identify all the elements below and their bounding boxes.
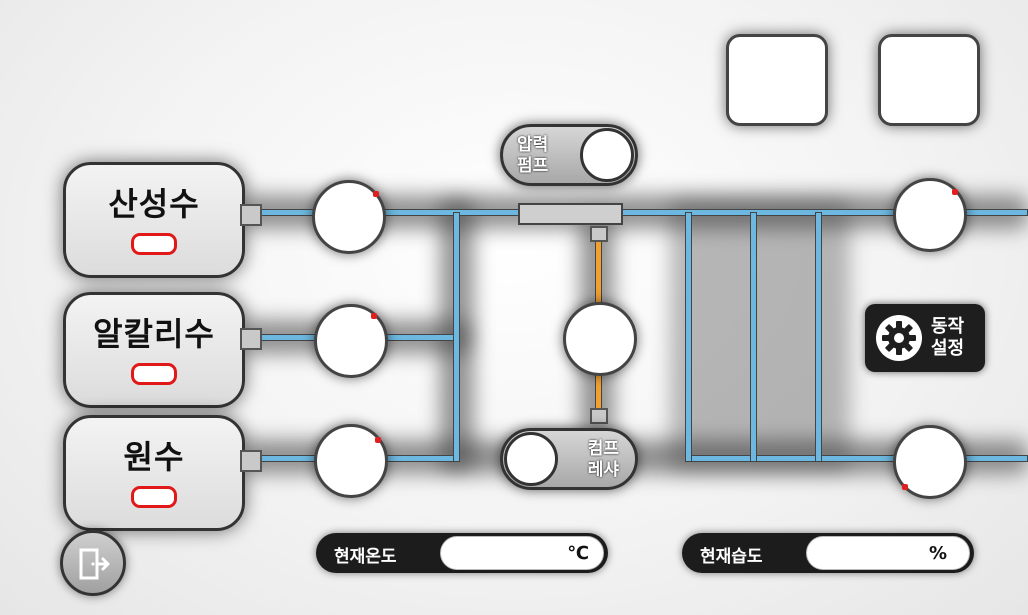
tank-outlet xyxy=(240,204,262,226)
valve-indicator xyxy=(902,484,908,490)
exit-door-icon xyxy=(79,548,110,580)
label-line: 펌프 xyxy=(517,156,549,176)
settings-label: 동작 설정 xyxy=(931,316,964,360)
valve-bottom-right[interactable] xyxy=(893,425,967,499)
toggle-knob xyxy=(504,432,558,486)
label-line: 압력 xyxy=(517,135,549,155)
temperature-readout: 현재온도 ℃ xyxy=(316,533,608,573)
tank-label: 알칼리수 xyxy=(93,315,215,353)
valve-indicator xyxy=(375,437,381,443)
valve-raw[interactable] xyxy=(314,424,388,498)
label-line: 동작 xyxy=(931,316,965,337)
gas-connector-bottom xyxy=(590,408,608,424)
label-line: 레샤 xyxy=(587,460,619,480)
valve-acidic[interactable] xyxy=(312,180,386,254)
tank-raw-water[interactable]: 원수 xyxy=(63,415,245,531)
compressor-label: 컴프 레샤 xyxy=(588,439,619,481)
humidity-label: 현재습도 xyxy=(700,547,763,567)
pipe-bottom-right xyxy=(685,455,1028,462)
pipe-shadow xyxy=(670,200,850,470)
status-panel-2[interactable] xyxy=(878,34,980,126)
humidity-readout: 현재습도 % xyxy=(682,533,974,573)
valve-indicator xyxy=(952,189,958,195)
gear-icon xyxy=(876,315,922,361)
humidity-unit: % xyxy=(928,543,947,564)
valve-gas-middle[interactable] xyxy=(563,302,637,376)
pipe-vertical-3 xyxy=(815,212,822,462)
valve-top-right[interactable] xyxy=(893,178,967,252)
temperature-label: 현재온도 xyxy=(334,547,397,567)
level-indicator xyxy=(131,363,177,385)
temperature-unit: ℃ xyxy=(567,543,589,564)
tank-alkaline-water[interactable]: 알칼리수 xyxy=(63,292,245,408)
pipe-vertical-1 xyxy=(685,212,692,462)
tank-label: 원수 xyxy=(123,438,185,476)
pipe-vertical-2 xyxy=(750,212,757,462)
gas-pipe-upper xyxy=(595,230,602,310)
tank-label: 산성수 xyxy=(108,185,200,223)
tank-outlet xyxy=(240,450,262,472)
humidity-field: % xyxy=(806,536,970,570)
temperature-field: ℃ xyxy=(440,536,604,570)
level-indicator xyxy=(131,233,177,255)
valve-indicator xyxy=(373,191,379,197)
label-line: 설정 xyxy=(931,338,965,359)
valve-alkaline[interactable] xyxy=(314,304,388,378)
pipe-vertical-main xyxy=(453,212,460,462)
compressor-button[interactable]: 컴프 레샤 xyxy=(500,428,638,490)
tank-acidic-water[interactable]: 산성수 xyxy=(63,162,245,278)
valve-indicator xyxy=(371,313,377,319)
pressure-pump-button[interactable]: 압력 펌프 xyxy=(500,124,638,186)
label-line: 컴프 xyxy=(587,439,619,459)
exit-button[interactable] xyxy=(60,530,126,596)
level-indicator xyxy=(131,486,177,508)
status-panel-1[interactable] xyxy=(726,34,828,126)
toggle-knob xyxy=(580,128,634,182)
pressure-pump-label: 압력 펌프 xyxy=(517,135,548,177)
manifold xyxy=(518,203,623,225)
tank-outlet xyxy=(240,328,262,350)
gas-connector-top xyxy=(590,226,608,242)
operation-settings-button[interactable]: 동작 설정 xyxy=(865,304,985,372)
